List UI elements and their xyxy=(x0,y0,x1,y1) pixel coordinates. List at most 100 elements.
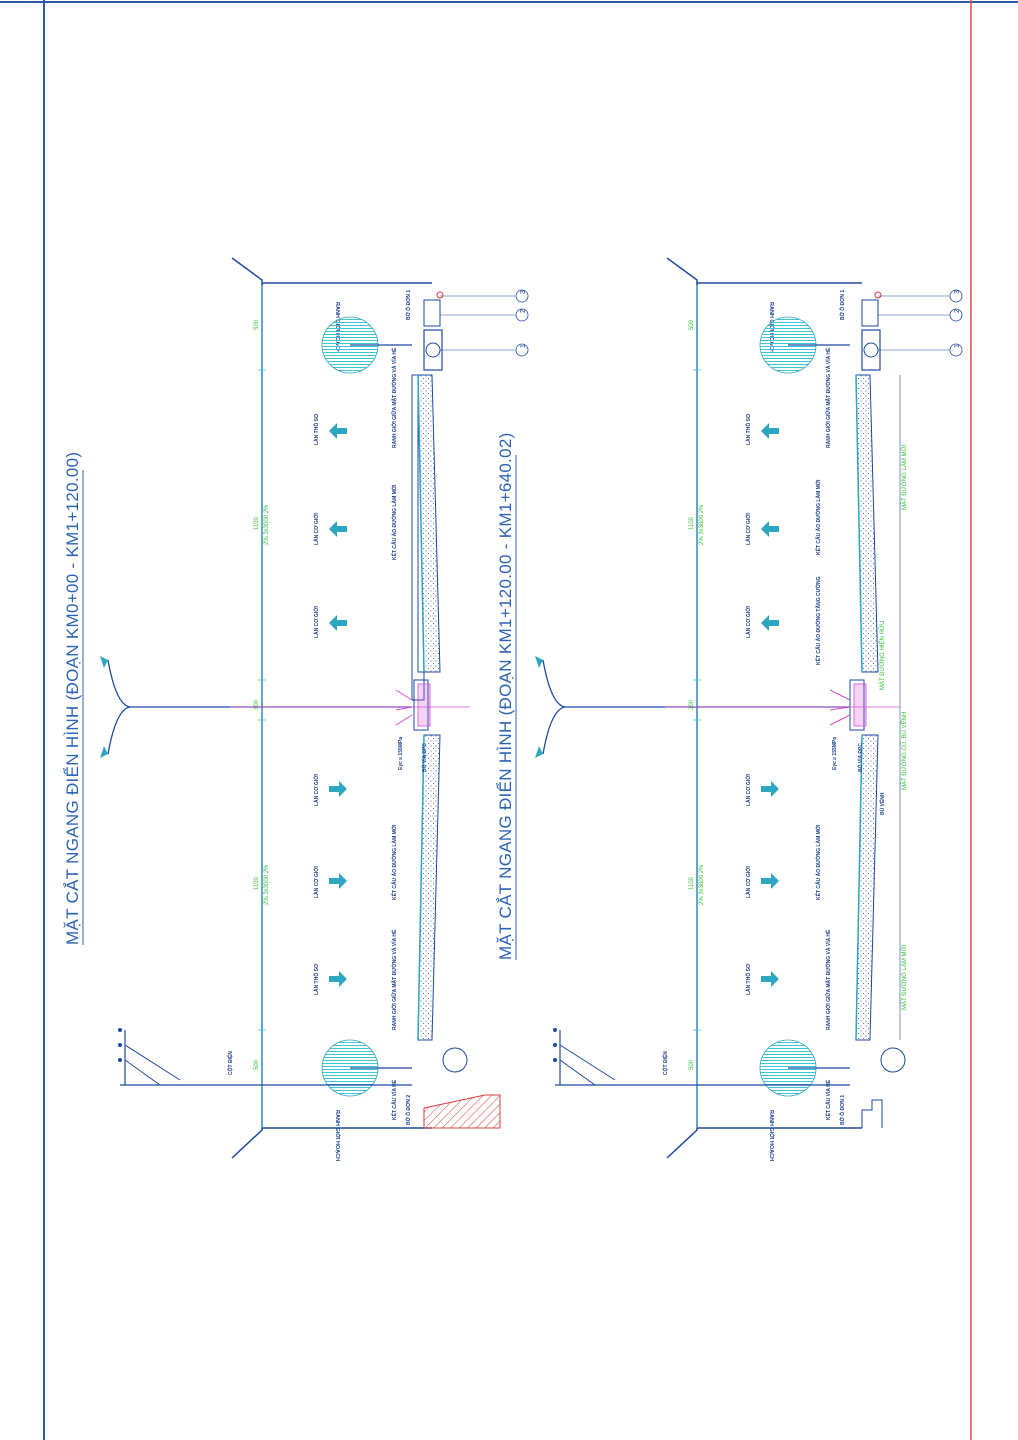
lane-label: LÀN CƠ GIỚI xyxy=(744,866,752,898)
lane-label: LÀN THÔ SƠ xyxy=(312,963,320,995)
structure-3: KẾT CẤU ÁO ĐƯỜNG TĂNG CƯỜNG xyxy=(814,576,822,665)
arrow-icon xyxy=(329,971,347,987)
lane-label: LÀN CƠ GIỚI xyxy=(312,866,320,898)
bu-venh-label: BÙ VÊNH xyxy=(878,792,886,815)
median-inner xyxy=(853,683,867,727)
drainage-upper xyxy=(423,291,444,371)
arrow-icon xyxy=(761,615,779,631)
median xyxy=(413,679,429,731)
section-2-title: MẶT CẮT NGANG ĐIỂN HÌNH (ĐOẠN KM1+120.00… xyxy=(496,432,515,960)
tree-lower xyxy=(321,1039,412,1097)
lane-label: LÀN CƠ GIỚI xyxy=(744,774,752,806)
arrow-icon xyxy=(329,781,347,797)
note-top-1: BỜ Ồ ĐƠN 1 xyxy=(838,290,846,320)
note-bot-3: KẾT CẤU VỈA HÈ xyxy=(390,1079,398,1120)
lane-label: LÀN CƠ GIỚI xyxy=(744,513,752,545)
callout-3: 3 xyxy=(520,290,527,294)
tree-upper xyxy=(321,316,412,374)
lamp-arm-lower xyxy=(542,706,566,755)
note-bot-2: RANH GIỚI GIỮA MẶT ĐƯỜNG VÀ VỈA HÈ xyxy=(824,929,832,1030)
pole-label: CỘT ĐIỆN xyxy=(226,1051,234,1075)
lamp-head-lower xyxy=(100,746,108,758)
utility-pole xyxy=(553,1028,850,1086)
drainage-lower xyxy=(861,1047,906,1128)
median-note: Eyc ≥ 155MPa xyxy=(832,737,838,770)
arrow-icon xyxy=(329,521,347,537)
green-note: MẶT ĐƯỜNG HIỆN HỮU xyxy=(878,621,886,690)
median-label-vis: BÓ VỈA ĐPC xyxy=(420,743,428,772)
dim-top-value: 500 xyxy=(254,319,260,330)
median-label: BÓ VỈA ĐPC xyxy=(856,743,864,772)
boundary-bottom-label: RANH GIỚI HOẠCH xyxy=(334,1110,342,1161)
road-surface-line-lower xyxy=(855,734,863,1041)
arrow-icon xyxy=(761,423,779,439)
road-surface-line-lower xyxy=(417,734,425,1041)
tree-upper xyxy=(759,316,850,374)
dim-top-value: 500 xyxy=(689,319,695,330)
dim-bottom-value: 500 xyxy=(689,1059,695,1070)
lamp-arm-lower xyxy=(107,706,131,755)
median xyxy=(849,679,865,731)
structure-2: KẾT CẤU ÁO ĐƯỜNG LÀM MỚI xyxy=(814,824,822,900)
callout-2: 2 xyxy=(520,309,527,313)
dim-median-value: 300 xyxy=(254,699,260,710)
lane-arrows-lower xyxy=(761,781,779,987)
lamp-arm-upper xyxy=(107,659,131,708)
lane-arrows-lower xyxy=(329,781,347,987)
note-bot-2: RANH GIỚI GIỮA MẶT ĐƯỜNG VÀ VỈA HÈ xyxy=(390,929,398,1030)
note-top-2: RANH GIỚI GIỮA MẶT ĐƯỜNG VÀ VỈA HÈ xyxy=(824,347,832,448)
road-surface-line-upper xyxy=(855,374,863,673)
arrow-icon xyxy=(761,971,779,987)
section-2: MẶT CẮT NGANG ĐIỂN HÌNH (ĐOẠN KM1+120.00… xyxy=(496,257,963,1161)
lamp-head-upper xyxy=(535,656,543,668)
lamp-arm-upper xyxy=(542,659,566,708)
structure-1: KẾT CẤU ÁO ĐƯỜNG LÀM MỚI xyxy=(390,484,398,560)
dim-sub-value-2: 2% 3x3000 2% xyxy=(699,864,705,905)
note-top-2: RANH GIỚI GIỮA MẶT ĐƯỜNG VÀ VỈA HÈ xyxy=(390,347,398,448)
callout-1: 1 xyxy=(520,344,527,348)
lane-label: LÀN CƠ GIỚI xyxy=(744,606,752,638)
callout-2: 2 xyxy=(954,309,961,313)
structure-2: KẾT CẤU ÁO ĐƯỜNG LÀM MỚI xyxy=(390,824,398,900)
lane-label: LÀN CƠ GIỚI xyxy=(312,513,320,545)
dim-mid-value: 1100 xyxy=(689,516,695,530)
dim-sub-value-2: 2% 3x3000 2% xyxy=(264,864,270,905)
arrow-icon xyxy=(329,423,347,439)
note-top-1: BỜ Ồ ĐƠN 1 xyxy=(404,290,412,320)
lane-arrows-upper xyxy=(329,423,347,631)
utility-pole xyxy=(118,1028,412,1086)
arrow-icon xyxy=(329,873,347,889)
lane-label: LÀN THÔ SƠ xyxy=(744,963,752,995)
dim-bottom-value: 500 xyxy=(254,1059,260,1070)
note-bot-1: BỜ Ồ ĐƠN 2 xyxy=(404,1095,412,1125)
dim-mid-value: 1100 xyxy=(254,516,260,530)
arrow-icon xyxy=(761,781,779,797)
dim-sub-value: 2% 3x3000 2% xyxy=(264,504,270,545)
median-plant xyxy=(829,689,851,726)
median-inner xyxy=(417,683,431,727)
lamp-head-lower xyxy=(535,746,543,758)
lane-arrows-upper xyxy=(761,423,779,631)
drainage-lower xyxy=(423,1047,501,1129)
drainage-upper xyxy=(861,291,882,371)
arrow-icon xyxy=(329,615,347,631)
section-1-title: MẶT CẮT NGANG ĐIỂN HÌNH (ĐOẠN KM0+00 - K… xyxy=(63,452,82,945)
green-note: MẶT ĐƯỜNG CŨ, BÙ VÊNH xyxy=(900,712,908,790)
pole-label: CỘT ĐIỆN xyxy=(661,1051,669,1075)
callout-3: 3 xyxy=(954,290,961,294)
arrow-icon xyxy=(761,521,779,537)
boundary-bottom-label: RANH GIỚI HOẠCH xyxy=(768,1110,776,1161)
green-note: MẶT ĐƯỜNG LÀM MỚI xyxy=(901,944,908,1010)
dim-mid-value-2: 1100 xyxy=(254,876,260,890)
dim-mid-value-2: 1100 xyxy=(689,876,695,890)
road-surface-line-upper xyxy=(417,374,425,673)
median-plant xyxy=(395,689,413,726)
note-bot-1: BỜ Ồ ĐƠN 1 xyxy=(838,1095,846,1125)
arrow-icon xyxy=(761,873,779,889)
lamp-head-upper xyxy=(100,656,108,668)
lane-label: LÀN THÔ SƠ xyxy=(312,413,320,445)
structure-1: KẾT CẤU ÁO ĐƯỜNG LÀM MỚI xyxy=(814,479,822,555)
callouts xyxy=(440,289,529,357)
note-bot-3: KẾT CẤU VỈA HÈ xyxy=(824,1079,832,1120)
